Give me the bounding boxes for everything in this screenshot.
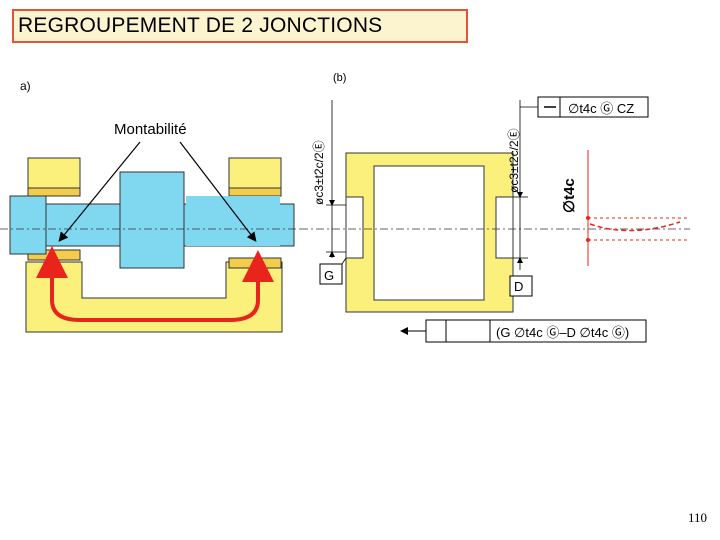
slide-title: REGROUPEMENT DE 2 JONCTIONS bbox=[18, 14, 383, 37]
dim-label-left: øc3±t2c/2Ⓔ bbox=[312, 140, 326, 205]
datum-box-d bbox=[509, 275, 533, 297]
part-b-label: (b) bbox=[333, 72, 347, 84]
red-dot-right bbox=[254, 258, 262, 266]
shaft-step-left bbox=[9, 195, 47, 255]
shaft-collar bbox=[119, 171, 185, 269]
inner-box bbox=[373, 165, 485, 301]
tolerance-label: ∅t4c bbox=[561, 178, 578, 213]
callout-arrow-left bbox=[58, 141, 141, 242]
datum-box-g bbox=[319, 263, 343, 285]
part-a-label: a) bbox=[20, 79, 31, 93]
page-number: 110 bbox=[688, 510, 708, 525]
frame-bottom-text: (G ∅t4c Ⓖ–D ∅t4c Ⓖ) bbox=[496, 325, 630, 340]
datum-d-label: D bbox=[514, 279, 524, 294]
callout-arrow-right bbox=[179, 141, 257, 242]
shaft-step-right bbox=[186, 196, 280, 246]
dim-label-right: øc3±t2c/2Ⓔ bbox=[507, 128, 521, 193]
bearing-top-right bbox=[228, 187, 282, 197]
frame-top-text: ∅t4c Ⓖ CZ bbox=[568, 101, 635, 116]
montabilite-callout: Montabilité bbox=[114, 121, 187, 138]
bore-right bbox=[495, 196, 514, 259]
assembly-b bbox=[300, 96, 690, 343]
tolerance-curve bbox=[589, 221, 681, 232]
red-loop-arrow bbox=[36, 246, 274, 322]
red-dot-left bbox=[48, 256, 56, 264]
title-box bbox=[12, 9, 468, 43]
bearing-top-left bbox=[27, 187, 81, 197]
bore-left bbox=[345, 196, 364, 259]
datum-g-label: G bbox=[324, 268, 335, 283]
assembly-a bbox=[0, 141, 300, 333]
